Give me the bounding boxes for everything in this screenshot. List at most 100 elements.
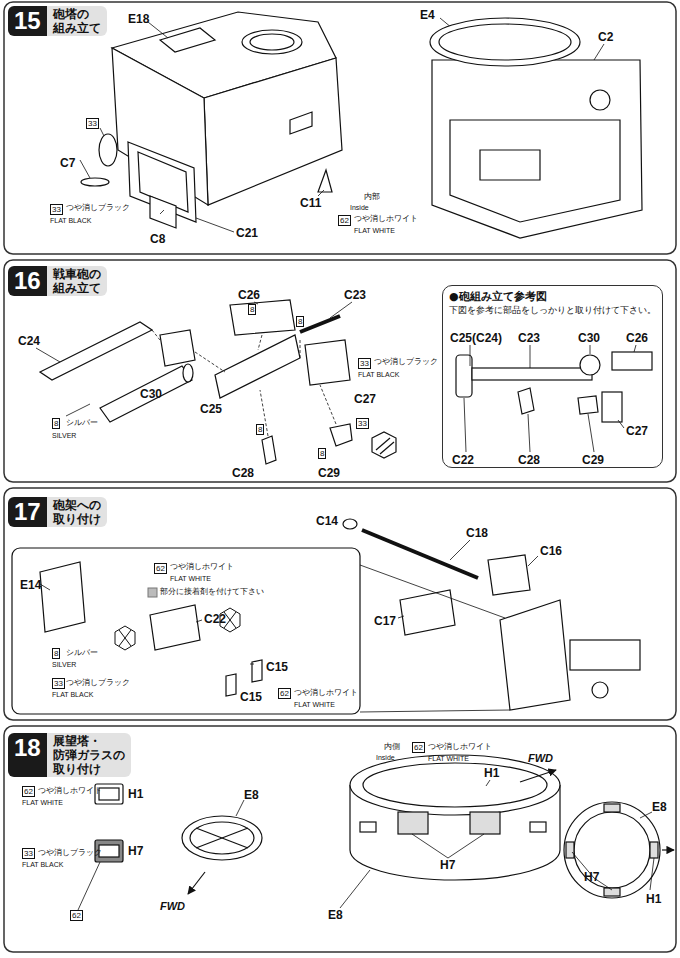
- cupola-drawing: [398, 812, 428, 834]
- leader-line: [528, 556, 538, 566]
- paint-name-jp: つや消しブラック: [66, 678, 130, 688]
- step-title: 砲架への 取り付け: [47, 497, 107, 527]
- gun-parts-drawing: [262, 436, 276, 464]
- cradle-drawing: [570, 640, 640, 670]
- paint-number: 8: [318, 448, 326, 459]
- paint-number: 33: [22, 848, 35, 859]
- part-number: C29: [582, 453, 604, 467]
- step-number: 15: [8, 6, 47, 36]
- step-title: 砲塔の 組み立て: [47, 6, 107, 36]
- leader-line: [100, 128, 104, 136]
- cradle-drawing: [252, 660, 262, 682]
- step-header: 18展望塔・防弾ガラスの 取り付け: [8, 733, 131, 777]
- part-number: C23: [344, 288, 366, 302]
- part-number: C26: [626, 331, 648, 345]
- leader-line: [78, 780, 654, 910]
- paint-number: 8: [52, 418, 60, 429]
- part-number: E8: [652, 800, 667, 814]
- panel-heading: ●砲組み立て参考図: [449, 290, 656, 304]
- part-number: C15: [266, 660, 288, 674]
- reference-drawing: [602, 392, 622, 422]
- paint-name-jp: 内側: [384, 742, 400, 752]
- paint-number: 62: [154, 563, 167, 574]
- part-number: C17: [374, 614, 396, 628]
- cupola-drawing: [99, 845, 119, 857]
- part-number: E8: [328, 908, 343, 922]
- leader-line: [152, 330, 336, 436]
- paint-name-en: Inside: [376, 753, 395, 762]
- cupola-drawing: [196, 828, 248, 848]
- leader-line: [330, 302, 352, 318]
- part-number: C8: [150, 232, 165, 246]
- turret-ring-drawing: [439, 24, 571, 60]
- part-number: E18: [128, 12, 149, 26]
- leader-line: [152, 330, 160, 340]
- paint-number: 62: [278, 688, 291, 699]
- paint-name-jp: シルバー: [66, 418, 98, 428]
- gun-parts-drawing: [40, 300, 396, 464]
- leader-line: [195, 352, 225, 372]
- gun-parts-drawing: [380, 442, 394, 454]
- part-number: C14: [316, 514, 338, 528]
- paint-name-en: FLAT BLACK: [52, 690, 93, 699]
- turret-ring-drawing: [430, 18, 580, 66]
- paint-name-jp: シルバー: [66, 648, 98, 658]
- turret-ring-drawing: [590, 90, 610, 110]
- paint-name-en: FLAT WHITE: [170, 574, 211, 583]
- paint-name-en: SILVER: [52, 660, 76, 669]
- part-number: E4: [420, 8, 435, 22]
- part-number: C16: [540, 544, 562, 558]
- leader-line: [148, 22, 168, 38]
- panel-note: 下図を参考に部品をしっかりと取り付けて下さい。: [449, 304, 656, 316]
- leader-line: [618, 420, 624, 428]
- gun-parts-drawing: [330, 424, 352, 446]
- reference-drawing: [456, 352, 652, 422]
- turret-drawing: [204, 58, 342, 205]
- part-number: C18: [466, 526, 488, 540]
- paint-name-en: SILVER: [52, 431, 76, 440]
- part-number: H1: [128, 787, 143, 801]
- gun-parts-drawing: [160, 330, 195, 366]
- leader-line: [650, 858, 654, 890]
- gun-parts-drawing: [305, 340, 350, 385]
- paint-name-jp: つや消しブラック: [66, 203, 130, 213]
- view-icon: [115, 626, 135, 650]
- part-number: H7: [128, 844, 143, 858]
- gun-parts-drawing: [300, 316, 340, 332]
- leader-line: [196, 218, 234, 232]
- cupola-drawing: [95, 755, 660, 898]
- paint-number: 62: [70, 910, 83, 921]
- cupola-drawing: [564, 802, 660, 898]
- paint-name-en: FLAT BLACK: [50, 216, 91, 225]
- direction-arrow: [188, 872, 205, 894]
- part-number: H1: [646, 892, 661, 906]
- panel-frame: [4, 726, 676, 952]
- paint-number: 8: [296, 316, 304, 327]
- part-number: C7: [60, 156, 75, 170]
- step-number: 17: [8, 497, 47, 527]
- gun-parts-drawing: [230, 300, 295, 335]
- reference-panel: ●砲組み立て参考図下図を参考に部品をしっかりと取り付けて下さい。: [442, 285, 663, 468]
- direction-arrow: [662, 849, 674, 850]
- paint-number: 8: [52, 648, 60, 659]
- step-header: 16戦車砲の 組み立て: [8, 266, 107, 296]
- cupola-drawing: [530, 822, 546, 832]
- step-header: 17砲架への 取り付け: [8, 497, 107, 527]
- part-number: C22: [204, 612, 226, 626]
- part-number: C24: [18, 334, 40, 348]
- part-number: H7: [440, 858, 455, 872]
- turret-drawing: [250, 34, 294, 50]
- reference-drawing: [580, 355, 600, 375]
- part-number: C29: [318, 466, 340, 480]
- gun-parts-drawing: [376, 438, 390, 450]
- cupola-drawing: [190, 822, 254, 854]
- part-number: H7: [584, 870, 599, 884]
- cradle-drawing: [362, 530, 478, 578]
- paint-name-jp: つや消しホワイト: [428, 742, 492, 752]
- cupola-drawing: [99, 788, 119, 800]
- leader-line: [320, 385, 336, 424]
- paint-name-jp: 内部: [364, 192, 380, 202]
- step-title: 展望塔・防弾ガラスの 取り付け: [47, 733, 131, 777]
